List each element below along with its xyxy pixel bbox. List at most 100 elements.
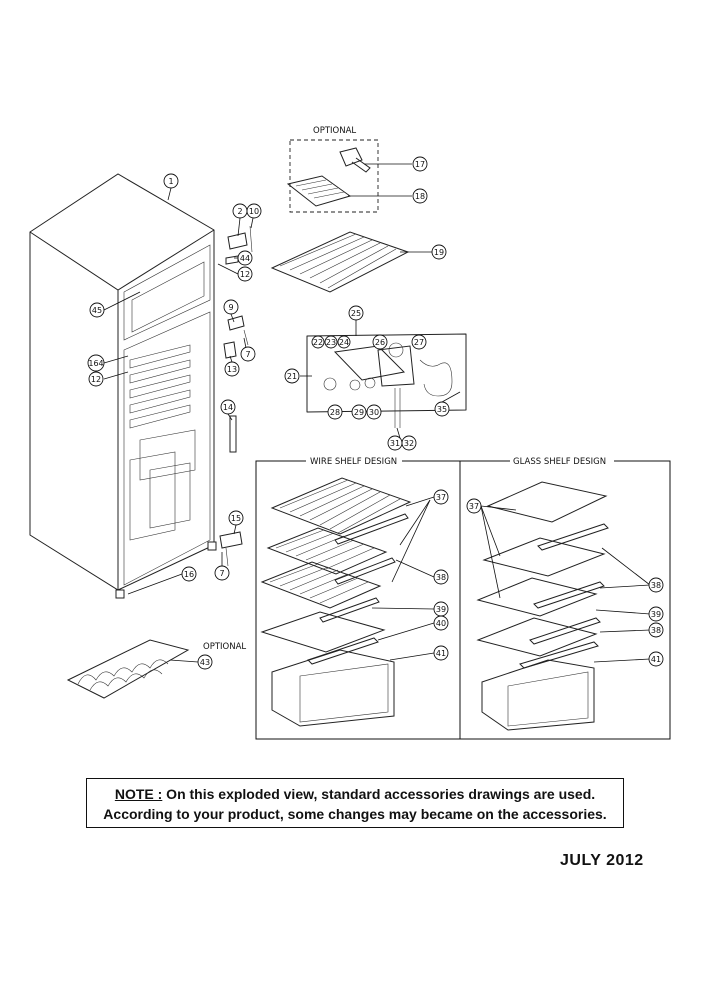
note-line-2: According to your product, some changes … — [103, 806, 607, 822]
callout-18: 18 — [412, 188, 428, 204]
callout-21: 21 — [284, 368, 300, 384]
svg-text:27: 27 — [414, 338, 424, 347]
svg-text:7: 7 — [245, 350, 250, 359]
callout-30: 30 — [366, 404, 382, 420]
svg-text:22: 22 — [313, 338, 323, 347]
svg-text:31: 31 — [390, 439, 400, 448]
callout-28: 28 — [327, 404, 343, 420]
svg-text:25: 25 — [351, 309, 361, 318]
svg-text:19: 19 — [434, 248, 444, 257]
optional-box — [289, 139, 379, 213]
callout-29: 29 — [351, 404, 367, 420]
svg-text:13: 13 — [227, 365, 237, 374]
callout-7b: 7 — [214, 565, 230, 581]
callout-41-glass: 41 — [648, 651, 664, 667]
callout-164: 164 — [87, 354, 105, 372]
callout-35: 35 — [434, 401, 450, 417]
callout-43: 43 — [197, 654, 213, 670]
svg-text:17: 17 — [415, 160, 425, 169]
optional-label-top: OPTIONAL — [313, 126, 356, 136]
callout-38-glass-b: 38 — [648, 622, 664, 638]
svg-text:45: 45 — [92, 306, 102, 315]
svg-text:41: 41 — [436, 649, 446, 658]
svg-text:1: 1 — [168, 177, 173, 186]
callout-14: 14 — [220, 399, 236, 415]
thermostat-lamp-assembly — [306, 333, 467, 428]
svg-text:37: 37 — [469, 502, 479, 511]
callout-39-wire: 39 — [433, 601, 449, 617]
callout-24: 24 — [337, 335, 351, 349]
svg-text:23: 23 — [326, 338, 336, 347]
callout-25: 25 — [348, 305, 364, 321]
note-line-1: NOTE : On this exploded view, standard a… — [87, 784, 623, 804]
callout-15: 15 — [228, 510, 244, 526]
svg-text:10: 10 — [249, 207, 259, 216]
svg-text:39: 39 — [651, 610, 661, 619]
glass-shelf-design-label: GLASS SHELF DESIGN — [513, 457, 606, 467]
svg-text:7: 7 — [219, 569, 224, 578]
svg-text:29: 29 — [354, 408, 364, 417]
callout-7a: 7 — [240, 346, 256, 362]
callout-22: 22 — [311, 335, 325, 349]
svg-text:16: 16 — [184, 570, 194, 579]
svg-text:38: 38 — [651, 626, 661, 635]
svg-text:14: 14 — [223, 403, 233, 412]
callout-38-wire: 38 — [433, 569, 449, 585]
svg-text:37: 37 — [436, 493, 446, 502]
callout-13: 13 — [224, 361, 240, 377]
refrigerator-cabinet — [29, 173, 217, 599]
shelf-design-frame — [255, 460, 671, 740]
callout-2: 2 — [232, 203, 248, 219]
callout-19: 19 — [431, 244, 447, 260]
callout-41-wire: 41 — [433, 645, 449, 661]
freezer-wire-shelf — [270, 231, 410, 293]
wire-shelf-design-label: WIRE SHELF DESIGN — [310, 457, 397, 467]
svg-text:164: 164 — [88, 359, 103, 368]
leader-lines — [103, 163, 651, 663]
svg-text:30: 30 — [369, 408, 379, 417]
callout-31: 31 — [387, 435, 403, 451]
callout-37-glass: 37 — [466, 498, 482, 514]
svg-text:24: 24 — [339, 338, 349, 347]
callout-40: 40 — [433, 615, 449, 631]
callout-12b: 12 — [88, 371, 104, 387]
callout-12a: 12 — [237, 266, 253, 282]
svg-text:35: 35 — [437, 405, 447, 414]
callout-44: 44 — [237, 250, 253, 266]
svg-text:12: 12 — [240, 270, 250, 279]
hinge-parts — [219, 225, 253, 567]
callout-10: 10 — [246, 203, 262, 219]
callout-37-wire: 37 — [433, 489, 449, 505]
note-box: NOTE : On this exploded view, standard a… — [86, 778, 624, 828]
svg-text:38: 38 — [436, 573, 446, 582]
callout-32: 32 — [401, 435, 417, 451]
callout-39-glass: 39 — [648, 606, 664, 622]
svg-text:38: 38 — [651, 581, 661, 590]
callout-17: 17 — [412, 156, 428, 172]
ice-tray — [286, 175, 352, 207]
callout-45: 45 — [89, 302, 105, 318]
callout-16: 16 — [181, 566, 197, 582]
callout-markers: 1 2 10 44 12 45 9 7 13 164 12 14 15 16 7… — [87, 156, 664, 670]
svg-text:2: 2 — [237, 207, 242, 216]
svg-text:41: 41 — [651, 655, 661, 664]
ice-scoop — [339, 147, 371, 173]
note-prefix: NOTE : — [114, 786, 163, 802]
svg-text:28: 28 — [330, 408, 340, 417]
svg-text:26: 26 — [375, 338, 385, 347]
wire-shelves — [260, 477, 412, 727]
svg-text:18: 18 — [415, 192, 425, 201]
callout-38-glass-a: 38 — [648, 577, 664, 593]
svg-text:39: 39 — [436, 605, 446, 614]
svg-text:44: 44 — [240, 254, 250, 263]
glass-shelves — [476, 481, 609, 731]
svg-text:9: 9 — [228, 303, 233, 312]
date-label: JULY 2012 — [560, 852, 644, 869]
callout-27: 27 — [411, 334, 427, 350]
svg-text:40: 40 — [436, 619, 446, 628]
callout-23: 23 — [324, 335, 338, 349]
callout-9: 9 — [223, 299, 239, 315]
wine-rack — [66, 639, 190, 699]
svg-text:32: 32 — [404, 439, 414, 448]
